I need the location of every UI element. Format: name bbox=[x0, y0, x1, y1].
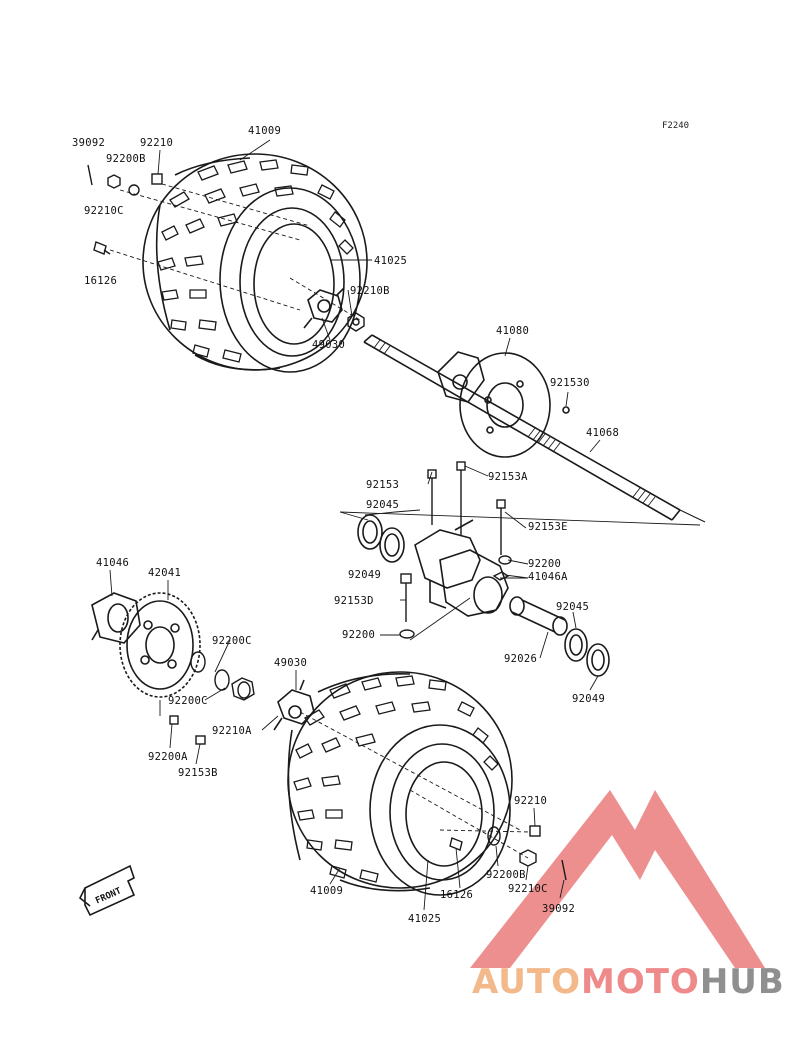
label-92026: 92026 bbox=[504, 653, 537, 665]
label-49030-bottom: 49030 bbox=[274, 657, 307, 669]
label-92153: 92153 bbox=[366, 479, 399, 491]
label-92210C-bottom: 92210C bbox=[508, 883, 548, 895]
nut-top bbox=[347, 312, 365, 332]
bottom-leaders bbox=[299, 711, 531, 859]
tire-top bbox=[142, 153, 368, 373]
watermark-part1: AUTO bbox=[472, 962, 581, 1002]
sprocket-leaders bbox=[159, 639, 231, 716]
brake-disc bbox=[459, 352, 551, 458]
watermark-text: AUTOMOTOHUB bbox=[472, 962, 785, 1002]
sleeve-and-seals bbox=[509, 596, 610, 677]
hub-top bbox=[303, 287, 345, 329]
watermark-logo-icon bbox=[470, 790, 765, 968]
small-parts-top bbox=[87, 164, 163, 255]
label-41009-top: 41009 bbox=[248, 125, 281, 137]
label-41080: 41080 bbox=[496, 325, 529, 337]
label-92045-lower: 92045 bbox=[556, 601, 589, 613]
label-92210B: 92210B bbox=[350, 285, 390, 297]
axle bbox=[363, 334, 706, 523]
part-labels: 39092 92210 41009 92200B 92210C 16126 41… bbox=[72, 125, 619, 925]
axle-flange bbox=[437, 351, 570, 414]
label-92049-lower: 92049 bbox=[572, 693, 605, 705]
front-arrow-icon bbox=[78, 864, 136, 917]
top-leaders bbox=[109, 183, 361, 321]
figure-code: F2240 bbox=[662, 121, 689, 131]
label-92200-left: 92200 bbox=[342, 629, 375, 641]
label-92153B: 92153B bbox=[178, 767, 218, 779]
label-92153A: 92153A bbox=[488, 471, 528, 483]
label-41025-top: 41025 bbox=[374, 255, 407, 267]
label-92210-top: 92210 bbox=[140, 137, 173, 149]
label-92210A: 92210A bbox=[212, 725, 252, 737]
tire-bottom bbox=[287, 671, 513, 896]
front-label: FRONT bbox=[94, 886, 123, 906]
label-41046A: 41046A bbox=[528, 571, 568, 583]
label-92210-bottom: 92210 bbox=[514, 795, 547, 807]
label-41068: 41068 bbox=[586, 427, 619, 439]
label-92200B-top: 92200B bbox=[106, 153, 146, 165]
label-49030-top: 49030 bbox=[312, 339, 345, 351]
label-92210C-top: 92210C bbox=[84, 205, 124, 217]
mid-leaders bbox=[339, 509, 701, 641]
label-92200B-bottom: 92200B bbox=[486, 869, 526, 881]
seals-upper bbox=[357, 514, 405, 563]
sprocket-42041 bbox=[119, 592, 201, 698]
watermark-part3: HUB bbox=[699, 962, 785, 1002]
label-92049-upper: 92049 bbox=[348, 569, 381, 581]
label-16126-top: 16126 bbox=[84, 275, 117, 287]
label-921530: 921530 bbox=[550, 377, 590, 389]
label-41009-bottom: 41009 bbox=[310, 885, 343, 897]
sprocket-hub-41046 bbox=[91, 592, 141, 644]
label-92200C-b: 92200C bbox=[168, 695, 208, 707]
label-leaders bbox=[109, 139, 601, 911]
bolts bbox=[399, 461, 512, 639]
bearing-housing bbox=[414, 519, 509, 617]
label-16126-bottom: 16126 bbox=[440, 889, 473, 901]
label-39092-bottom: 39092 bbox=[542, 903, 575, 915]
label-92045-upper: 92045 bbox=[366, 499, 399, 511]
bottom-small-parts bbox=[449, 825, 567, 881]
label-92200-right: 92200 bbox=[528, 558, 561, 570]
label-42041: 42041 bbox=[148, 567, 181, 579]
label-41025-bottom: 41025 bbox=[408, 913, 441, 925]
watermark-part2: MOTO bbox=[580, 962, 700, 1002]
label-39092-top: 39092 bbox=[72, 137, 105, 149]
label-92200C-a: 92200C bbox=[212, 635, 252, 647]
label-92200A: 92200A bbox=[148, 751, 188, 763]
label-92153E: 92153E bbox=[528, 521, 568, 533]
label-92153D: 92153D bbox=[334, 595, 374, 607]
label-41046: 41046 bbox=[96, 557, 129, 569]
